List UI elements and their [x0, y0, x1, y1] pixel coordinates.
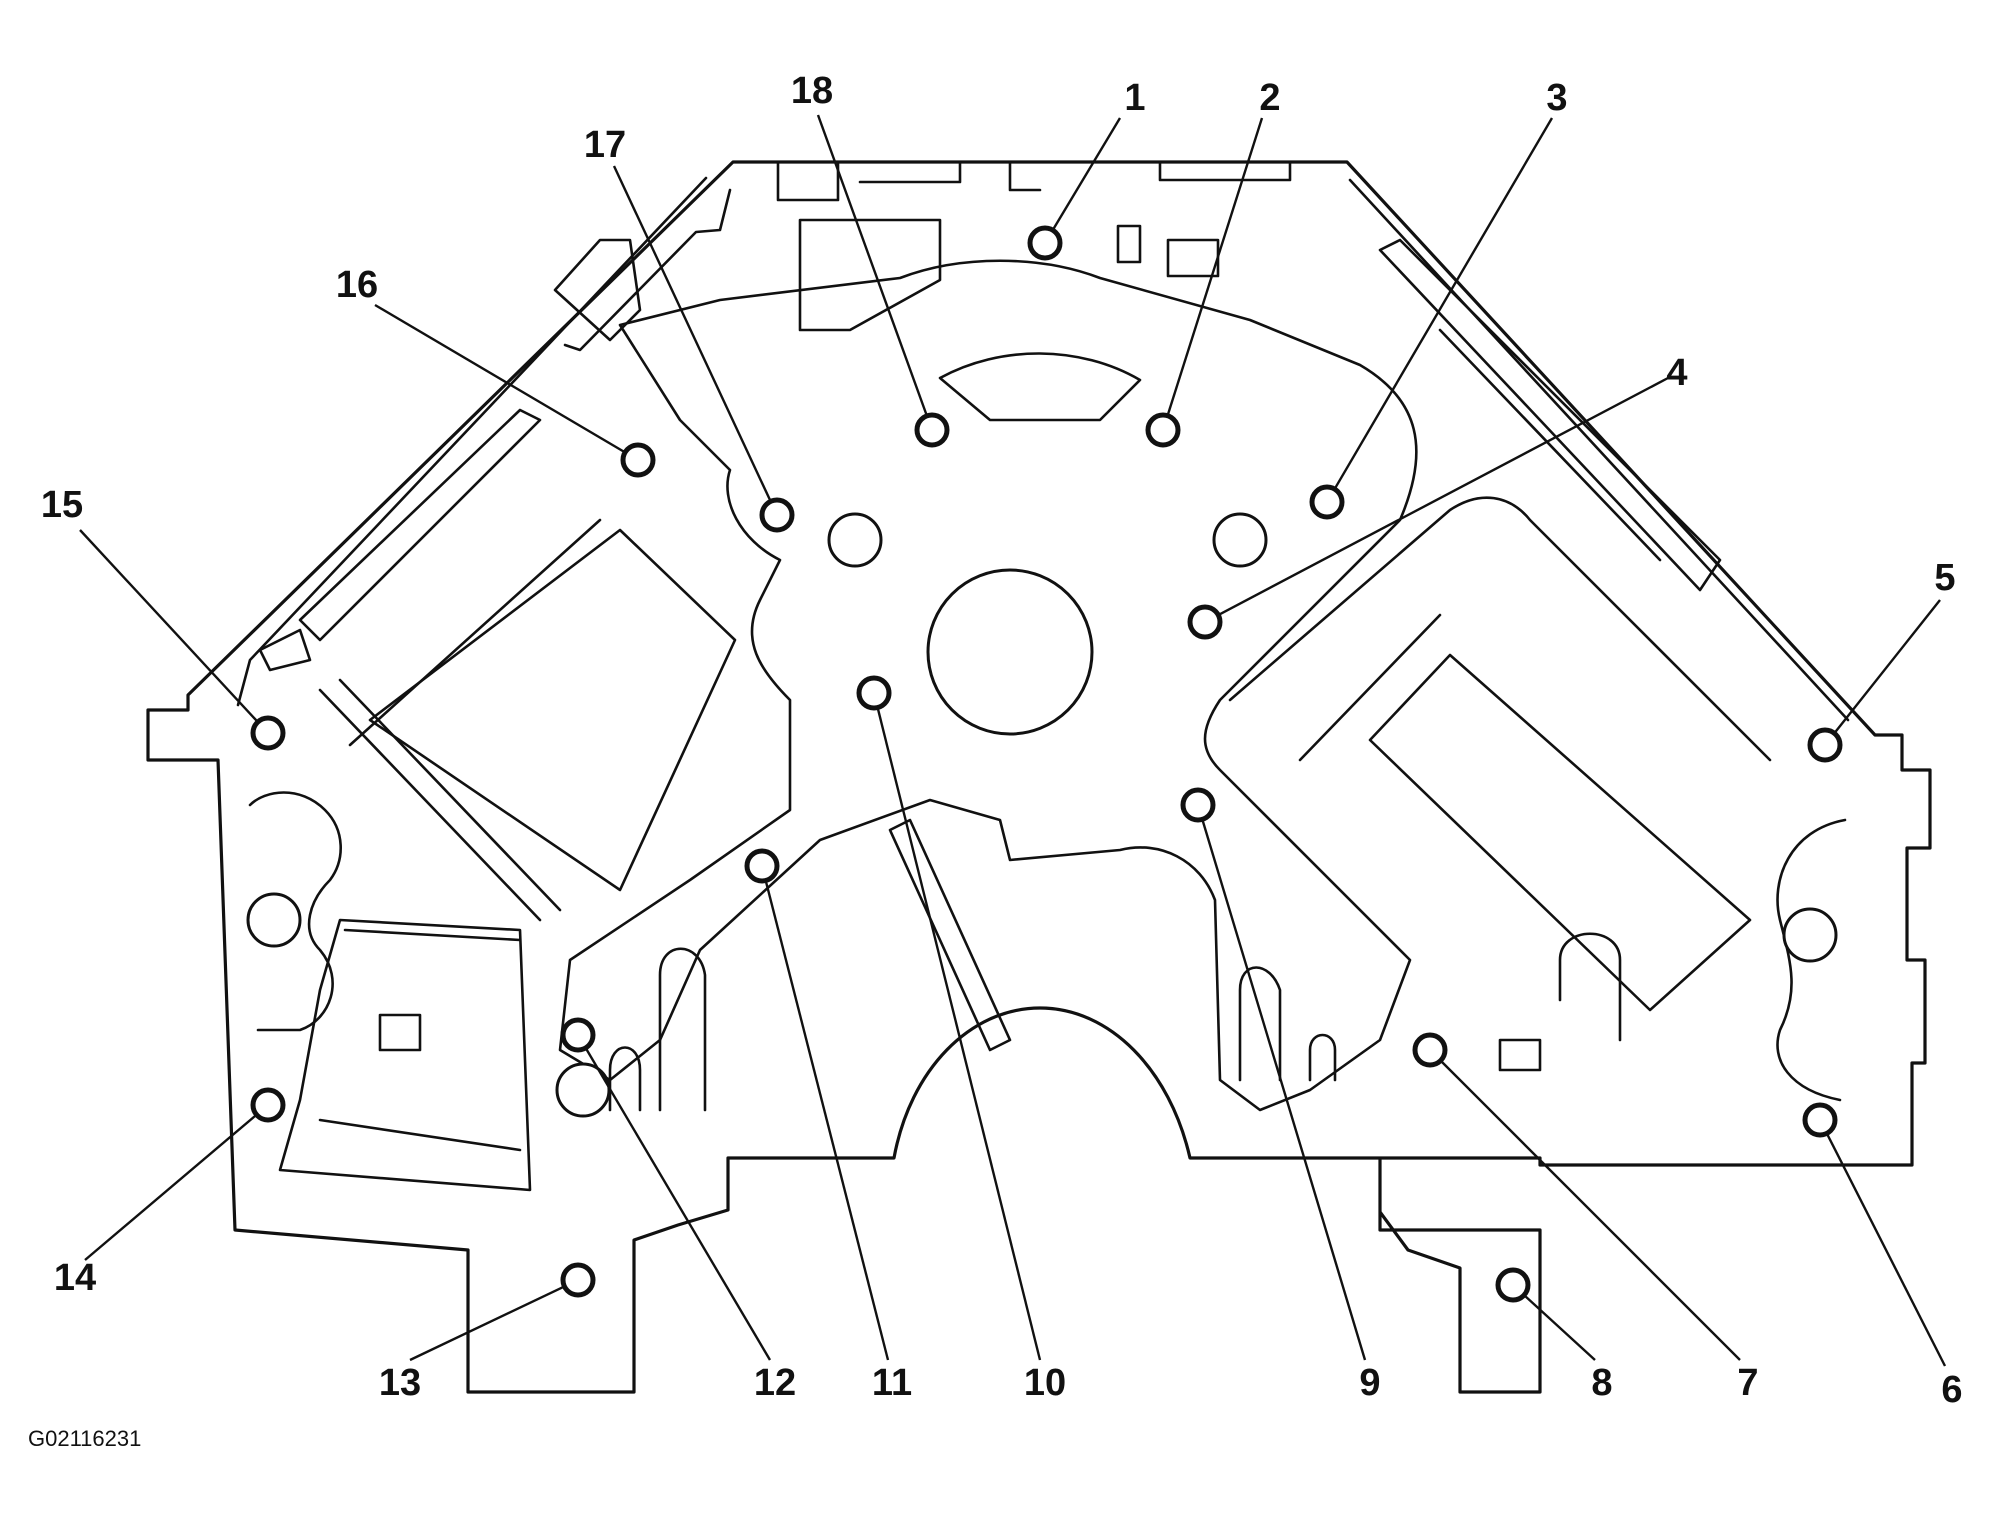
bolt-hole-14 [250, 1087, 286, 1123]
leader-line-4 [1217, 376, 1669, 617]
figure-id: G02116231 [28, 1426, 141, 1451]
callout-label-18: 18 [791, 70, 833, 112]
leader-line-6 [1825, 1132, 1947, 1367]
block-outline [146, 160, 1932, 1394]
block-internal-ribs [248, 218, 1847, 1192]
bolt-hole-6 [1802, 1102, 1838, 1138]
side-hole-left-upper [246, 892, 302, 948]
leader-line-13 [409, 1285, 565, 1362]
leader-line-9 [1201, 819, 1367, 1361]
callout-label-8: 8 [1591, 1362, 1612, 1404]
callout-label-10: 10 [1024, 1362, 1066, 1404]
bolt-hole-5 [1807, 727, 1843, 763]
callout-label-9: 9 [1359, 1362, 1380, 1404]
bolt-hole-8 [1495, 1267, 1531, 1303]
callout-label-15: 15 [41, 484, 83, 526]
callout-label-5: 5 [1934, 557, 1955, 599]
leader-line-17 [612, 165, 772, 502]
plain-holes [246, 512, 1838, 1118]
callout-label-16: 16 [336, 264, 378, 306]
side-hole-right [1782, 907, 1838, 963]
bolt-hole-13 [560, 1262, 596, 1298]
leader-line-3 [1333, 117, 1554, 490]
bolt-hole-10 [856, 675, 892, 711]
leader-line-12 [584, 1047, 772, 1361]
bolt-hole-3 [1309, 484, 1345, 520]
callout-label-11: 11 [872, 1362, 912, 1404]
leader-line-7 [1439, 1059, 1741, 1361]
leader-line-5 [1833, 599, 1941, 734]
callout-label-4: 4 [1666, 352, 1687, 394]
leader-line-10 [876, 707, 1042, 1361]
leader-line-15 [79, 529, 259, 723]
crankshaft-bore-upper [926, 568, 1094, 736]
bolt-hole-4 [1187, 604, 1223, 640]
callout-label-12: 12 [754, 1362, 796, 1404]
callout-label-17: 17 [584, 124, 626, 166]
leader-line-14 [84, 1113, 258, 1261]
callout-label-14: 14 [54, 1257, 96, 1299]
leader-line-8 [1523, 1294, 1596, 1361]
bolt-hole-12 [560, 1017, 596, 1053]
leader-line-16 [374, 303, 626, 454]
bolt-hole-7 [1412, 1032, 1448, 1068]
bolt-hole-17 [759, 497, 795, 533]
bolt-hole-18 [914, 412, 950, 448]
leader-line-11 [764, 880, 890, 1361]
leader-line-1 [1051, 117, 1122, 231]
leader-line-2 [1166, 117, 1264, 417]
callout-label-1: 1 [1124, 77, 1145, 119]
callout-label-13: 13 [379, 1362, 421, 1404]
callout-label-6: 6 [1941, 1369, 1962, 1411]
dowel-hole-left [827, 512, 883, 568]
leader-line-18 [816, 114, 929, 417]
bolt-hole-1 [1027, 225, 1063, 261]
callout-label-2: 2 [1259, 77, 1280, 119]
callout-label-3: 3 [1546, 77, 1567, 119]
bolt-hole-15 [250, 715, 286, 751]
bolt-hole-2 [1145, 412, 1181, 448]
dowel-hole-right [1212, 512, 1268, 568]
bolt-hole-16 [620, 442, 656, 478]
bolt-hole-9 [1180, 787, 1216, 823]
bolt-hole-11 [744, 848, 780, 884]
callout-label-7: 7 [1737, 1362, 1758, 1404]
side-hole-left-lower [555, 1062, 611, 1118]
